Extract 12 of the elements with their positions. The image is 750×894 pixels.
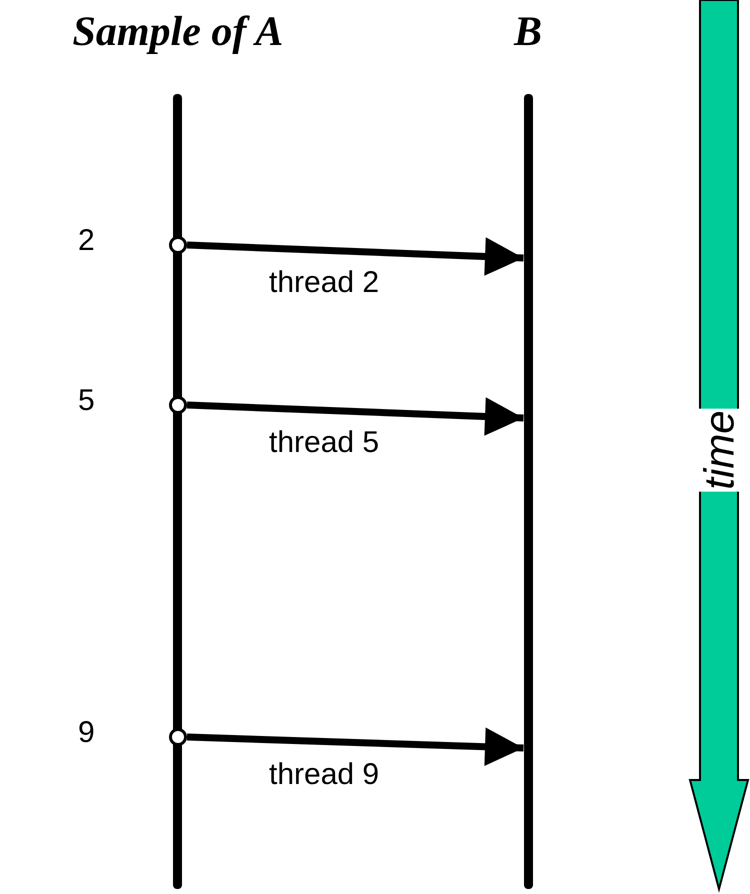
axis-label: time [697, 408, 742, 492]
message-start-point [169, 236, 187, 254]
message-start-point [169, 396, 187, 414]
message-arrow [186, 237, 524, 276]
sequence-number: 9 [78, 716, 95, 750]
message-arrow [186, 728, 524, 766]
message-start-point [169, 728, 187, 746]
lifeline-title: B [514, 8, 542, 56]
message-arrow [186, 397, 524, 436]
sequence-number: 2 [78, 224, 95, 258]
sequence-number: 5 [78, 384, 95, 418]
lifeline-title: Sample of A [72, 8, 284, 56]
